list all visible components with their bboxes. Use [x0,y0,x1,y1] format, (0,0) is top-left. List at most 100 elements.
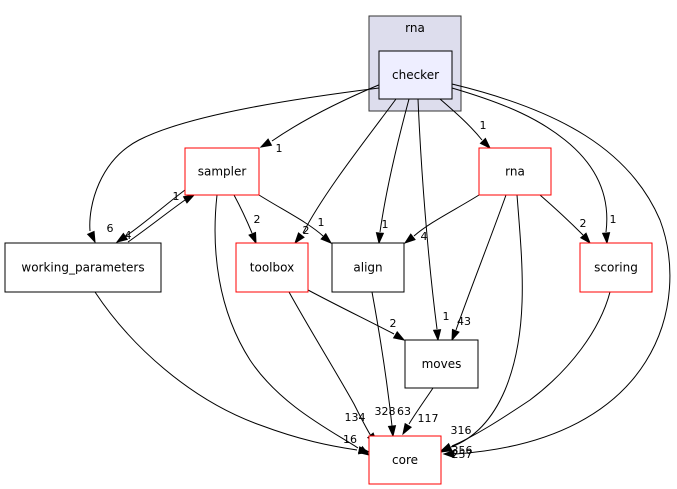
arrowhead [387,425,397,438]
node-align[interactable]: align [331,242,405,293]
edge-label[interactable]: 257 [452,448,473,461]
edge-checker-rna: 1 [439,98,492,150]
edge-label[interactable]: 63 [397,405,411,418]
arrowhead [451,328,460,342]
arrowhead [248,231,257,245]
edge-working_parameters-sampler: 1 [127,190,196,243]
node-sampler[interactable]: sampler [184,147,260,196]
edge-label[interactable]: 1 [318,216,325,229]
node-box [579,242,653,293]
edge-label[interactable]: 328 [375,405,396,418]
node-label: scoring [594,261,638,275]
edge-line [408,387,434,425]
arrowhead [579,232,591,245]
edge-label[interactable]: 2 [254,213,261,226]
arrowhead [402,422,413,436]
edge-moves-core: 117 [402,387,439,436]
edge-sampler-working_parameters: 4 [115,189,186,243]
node-scoring[interactable]: scoring [579,242,653,293]
node-rna[interactable]: rna [478,147,552,196]
arrowhead [601,232,611,245]
arrowhead [86,230,96,244]
node-box [478,147,552,196]
edge-sampler-toolbox: 2 [233,194,261,245]
edge-line [288,291,372,437]
node-label: moves [422,357,462,371]
edge-line [379,98,410,233]
node-toolbox[interactable]: toolbox [235,242,309,293]
arrowhead [479,137,492,150]
edge-line [233,194,253,234]
arrowhead [182,194,196,204]
edge-scoring-core: 356 [439,291,611,457]
node-box [368,435,442,485]
edge-line [307,289,395,335]
edge-line [258,194,324,237]
edge-label[interactable]: 1 [173,190,180,203]
edge-toolbox-core: 328 [288,291,396,445]
edge-align-core: 63 [371,291,411,438]
edge-label[interactable]: 1 [382,218,389,231]
node-working-parameters[interactable]: working_parameters [4,242,162,293]
edge-line [451,291,611,447]
edge-label[interactable]: 6 [107,222,114,235]
node-core[interactable]: core [368,435,442,485]
edge-line [371,291,393,427]
edge-label[interactable]: 2 [390,317,397,330]
edge-label[interactable]: 16 [343,433,357,446]
edge-label[interactable]: 4 [421,230,428,243]
node-label: working_parameters [21,261,144,275]
edge-line [271,83,382,142]
node-moves[interactable]: moves [404,339,479,389]
arrowhead [375,232,385,245]
edge-label[interactable]: 1 [443,310,450,323]
node-label: checker [392,68,439,82]
edge-checker-moves: 1 [417,98,450,342]
edge-checker-align: 1 [375,98,410,245]
edge-checker-working_parameters: 6 [86,87,380,244]
edge-line [413,194,480,237]
edge-label[interactable]: 2 [580,217,587,230]
arrowhead [259,138,273,148]
arrowhead [403,233,416,244]
edge-line [451,83,671,455]
edge-sampler-align: 1 [258,194,333,244]
arrowhead [392,330,406,341]
edge-label[interactable]: 356 [452,444,473,457]
edge-line [214,194,359,449]
edge-label[interactable]: 134 [345,411,366,424]
edge-rna-align: 4 [403,194,480,244]
node-layer: checker sampler rna working_parameters toolb… [4,50,653,485]
node-checker[interactable]: checker [378,50,453,100]
edge-line [451,87,608,233]
edge-line [417,98,438,330]
cluster-label: rna [405,21,425,35]
edge-line [450,194,523,448]
edge-label[interactable]: 117 [418,412,439,425]
arrowhead [432,329,442,342]
edge-label[interactable]: 4 [125,229,132,242]
edge-checker-core: 257 [442,83,671,461]
edge-label[interactable]: 2 [303,224,310,237]
edge-line [302,98,397,234]
edge-label[interactable]: 1 [480,119,487,132]
edge-label[interactable]: 316 [451,424,472,437]
edge-line [94,291,358,451]
edge-checker-scoring: 1 [451,87,617,245]
arrowhead [357,446,371,455]
node-box [404,339,479,389]
edge-label[interactable]: 1 [276,142,283,155]
edge-line [127,199,186,243]
edge-label[interactable]: 1 [610,213,617,226]
arrowhead [294,232,305,245]
edge-line [125,189,186,237]
node-label: align [353,261,382,275]
node-box [4,242,162,293]
edge-label[interactable]: 43 [457,315,471,328]
node-box [235,242,309,293]
edge-line [439,98,483,141]
node-label: toolbox [250,261,294,275]
arrowhead [442,449,455,459]
